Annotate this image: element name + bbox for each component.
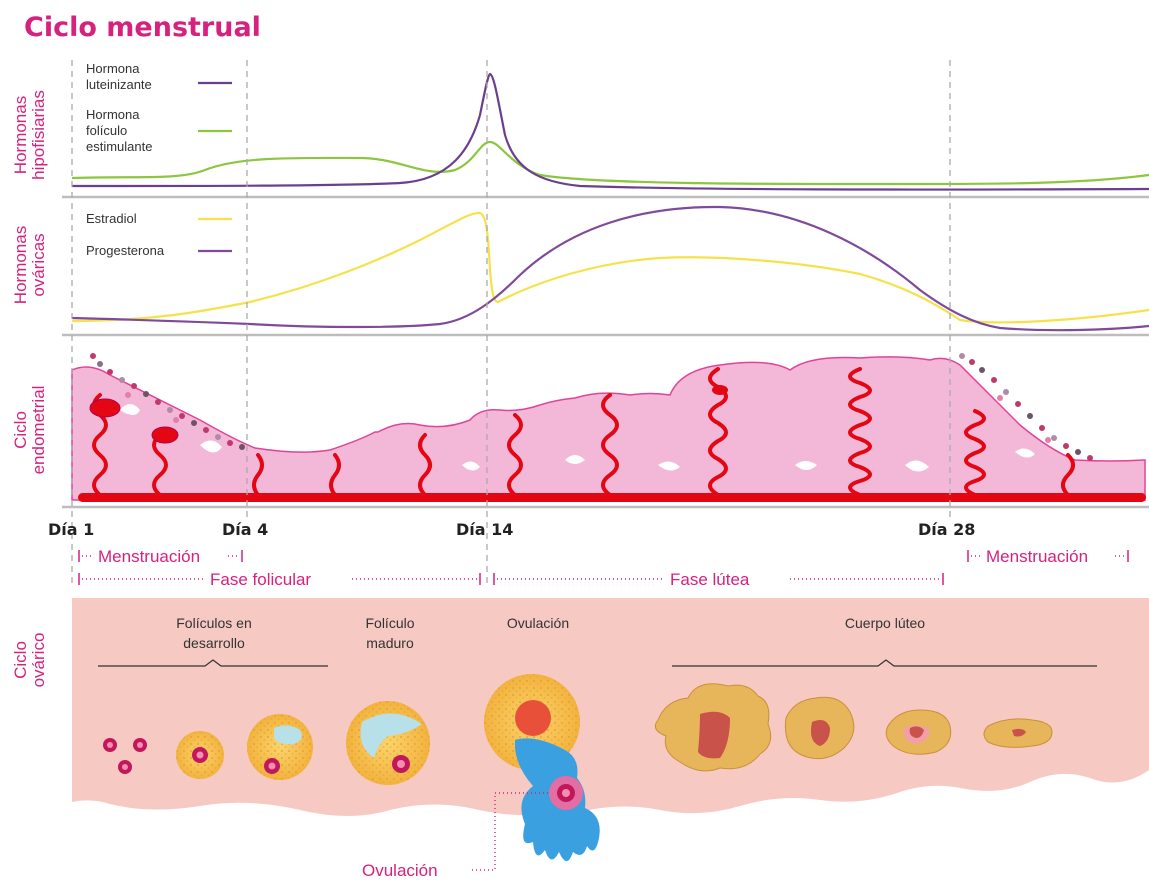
row-label-endometrial: Ciclo endometrial [11, 386, 48, 475]
phase-menstruation-next: Menstruación [986, 547, 1088, 566]
estradiol-curve [72, 213, 1149, 322]
mature-follicle [346, 701, 430, 785]
legend-label-fsh: estimulante [86, 139, 152, 154]
secondary-follicle [247, 714, 313, 780]
row-label-line: Hormonas [11, 96, 30, 174]
legend-label-progesterone: Progesterona [86, 243, 165, 258]
basal-artery [78, 493, 1146, 502]
legend: Hormona luteinizante Hormona folículo es… [86, 61, 232, 258]
diagram-title: Ciclo menstrual [24, 12, 261, 43]
row-label-ovarian-cycle: Ciclo ovárico [11, 633, 48, 688]
pituitary-hormone-curves [72, 74, 1149, 190]
stage-developing-follicles: Folículos en [176, 615, 251, 631]
row-label-line: Ciclo [11, 641, 30, 679]
row-label-line: hipofisiarias [29, 90, 48, 180]
row-label-line: Ciclo [11, 411, 30, 449]
row-label-line: ováricas [29, 233, 48, 296]
blood-clot [90, 399, 120, 417]
ovarian-hormone-curves [72, 207, 1149, 330]
lh-curve [72, 74, 1149, 190]
legend-label-fsh: Hormona [86, 107, 140, 122]
stage-developing-follicles: desarrollo [183, 635, 245, 651]
blood-clot [712, 385, 728, 395]
legend-label-lh: Hormona [86, 61, 140, 76]
row-label-line: ovárico [29, 633, 48, 688]
ovarian-cycle-panel: Folículos en desarrollo Folículo maduro … [72, 598, 1149, 861]
primary-follicle [176, 731, 224, 779]
row-label-pituitary: Hormonas hipofisiarias [11, 90, 48, 180]
row-label-ovarian-hormones: Hormonas ováricas [11, 226, 48, 304]
phase-menstruation: Menstruación [98, 547, 200, 566]
ovulation-label: Ovulación [362, 861, 438, 880]
legend-label-lh: luteinizante [86, 77, 152, 92]
stage-corpus-luteum: Cuerpo lúteo [845, 615, 925, 631]
day-label-1: Día 1 [48, 520, 94, 539]
stage-mature-follicle: Folículo [365, 615, 414, 631]
progesterone-curve [72, 207, 1149, 330]
legend-label-fsh: folículo [86, 123, 127, 138]
row-label-line: Hormonas [11, 226, 30, 304]
phase-follicular: Fase folicular [210, 570, 311, 589]
day-label-28: Día 28 [918, 520, 975, 539]
phase-luteal: Fase lútea [670, 570, 750, 589]
phase-bar: Menstruación Fase folicular Fase lútea M… [79, 547, 1128, 589]
day-label-14: Día 14 [456, 520, 513, 539]
stage-ovulation: Ovulación [507, 615, 569, 631]
endometrium-illustration [72, 353, 1146, 502]
row-label-line: endometrial [29, 386, 48, 475]
day-label-4: Día 4 [222, 520, 268, 539]
legend-label-estradiol: Estradiol [86, 211, 137, 226]
blood-clot [152, 427, 178, 443]
fsh-curve [72, 142, 1149, 184]
stage-mature-follicle: maduro [366, 635, 414, 651]
